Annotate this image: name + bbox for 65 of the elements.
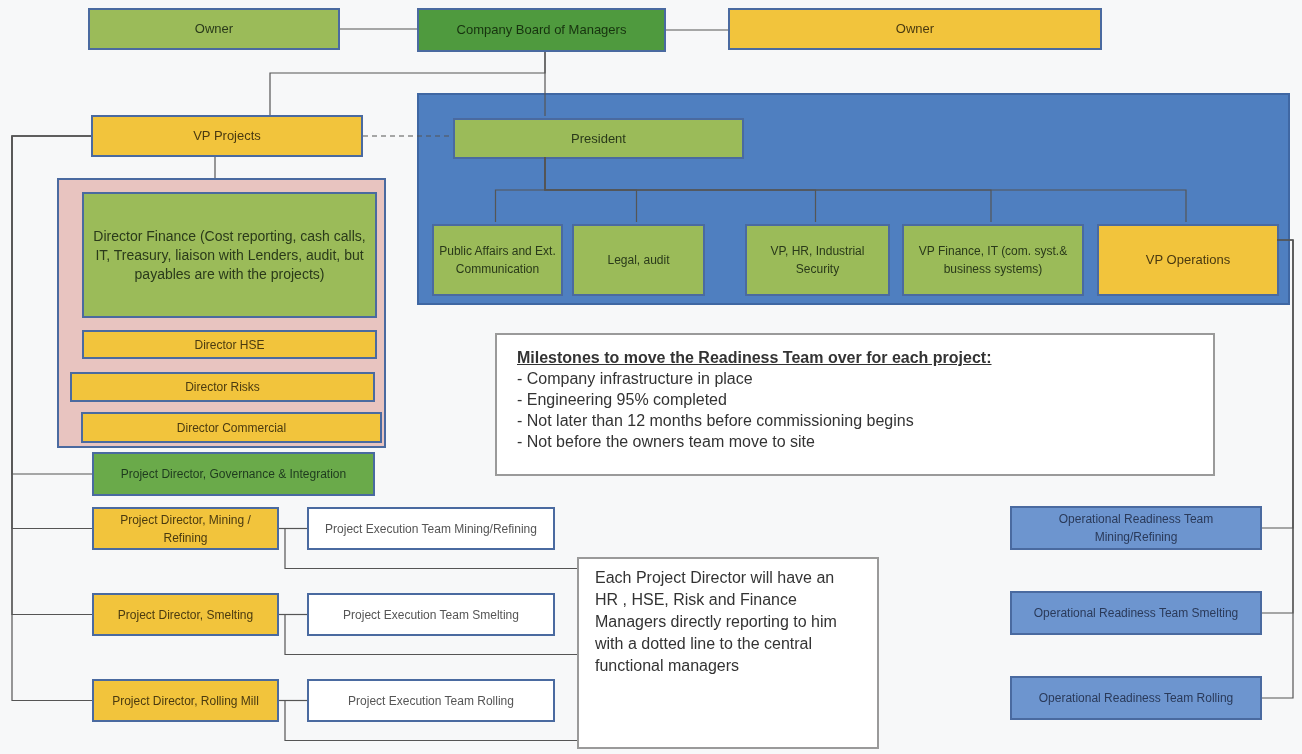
- org-box: [1010, 676, 1262, 720]
- box-label: Owner: [894, 20, 936, 39]
- org-box: [1010, 506, 1262, 550]
- connector-line: [339, 28, 418, 30]
- org-box: [453, 118, 744, 159]
- group-panel: [57, 178, 386, 448]
- box-label: Owner: [193, 20, 235, 39]
- org-box: [92, 593, 279, 636]
- box-label: Project Execution Team Rolling: [347, 692, 515, 710]
- org-box: [91, 115, 363, 157]
- note-text: - Not before the owners team move to site: [516, 432, 816, 452]
- box-label: Company Board of Managers: [455, 21, 628, 40]
- org-box: [92, 452, 375, 496]
- org-box: [82, 330, 377, 359]
- connector-line: [544, 51, 546, 117]
- org-box: [82, 192, 377, 318]
- org-box: [1097, 224, 1279, 296]
- connector-line: [665, 29, 729, 31]
- org-box: [92, 679, 279, 722]
- org-box: [1010, 591, 1262, 635]
- box-label: Project Execution Team Mining/Refining: [324, 520, 538, 538]
- org-box: [572, 224, 705, 296]
- box-label: VP Projects: [192, 127, 262, 146]
- box-label: Legal, audit: [606, 252, 671, 269]
- note-text: Each Project Director will have an HR , HSE, Risk and Finance Managers directly reporting to him with a dotted line to the central functional managers: [594, 568, 838, 676]
- box-label: President: [570, 129, 627, 148]
- org-box: [728, 8, 1102, 50]
- org-box: [745, 224, 890, 296]
- box-label: VP Finance, IT (com. syst.& business systems): [917, 243, 1069, 278]
- note-box: [577, 557, 879, 749]
- note-text: - Company infrastructure in place: [516, 369, 754, 389]
- box-label: Project Director, Mining / Refining: [119, 511, 252, 547]
- dashed-connector: [362, 135, 452, 137]
- note-text: - Engineering 95% completed: [516, 390, 728, 410]
- box-label: VP Operations: [1144, 251, 1232, 270]
- group-panel: [417, 93, 1290, 305]
- note-text: - Not later than 12 months before commissioning begins: [516, 411, 915, 431]
- note-heading: Milestones to move the Readiness Team over for each project:: [516, 348, 993, 368]
- org-box: [92, 507, 279, 550]
- box-label: Project Director, Governance & Integration: [119, 466, 348, 483]
- org-box: [902, 224, 1084, 296]
- box-label: Operational Readiness Team Rolling: [1037, 690, 1235, 707]
- box-label: Operational Readiness Team Smelting: [1032, 605, 1240, 622]
- note-box: [495, 333, 1215, 476]
- box-label: Operational Readiness Team Mining/Refining: [1057, 511, 1215, 546]
- org-box: [70, 372, 375, 402]
- connector-line: [214, 156, 216, 179]
- box-label: Project Director, Smelting: [116, 606, 255, 624]
- connector-line: [11, 135, 93, 702]
- box-label: VP, HR, Industrial Security: [769, 243, 866, 278]
- connector-line: [1261, 239, 1294, 699]
- box-label: Director Commercial: [175, 419, 288, 437]
- box-label: Director Finance (Cost reporting, cash calls, IT, Treasury, liaison with Lenders, audit, but payables are with the projects): [92, 226, 367, 284]
- org-box: [88, 8, 340, 50]
- org-box: [417, 8, 666, 52]
- box-label: Public Affairs and Ext. Communication: [438, 243, 557, 278]
- org-box: [81, 412, 382, 443]
- org-box: [432, 224, 563, 296]
- box-label: Director Risks: [184, 379, 261, 396]
- box-label: Project Execution Team Smelting: [342, 606, 520, 624]
- org-box: [307, 593, 555, 636]
- org-box: [307, 507, 555, 550]
- box-label: Director HSE: [193, 336, 266, 354]
- org-box: [307, 679, 555, 722]
- box-label: Project Director, Rolling Mill: [111, 692, 260, 710]
